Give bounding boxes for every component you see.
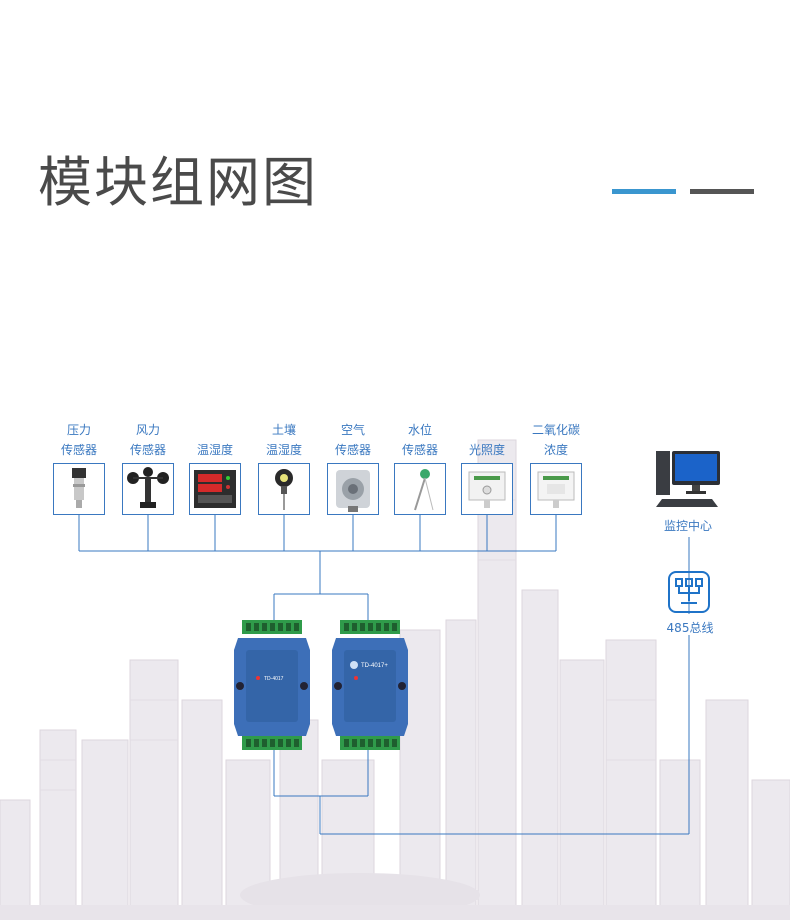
sensor-label-line1: 土壤	[271, 423, 296, 437]
sensor-label-line2: 传感器	[60, 443, 97, 457]
sensor-label-line2: 传感器	[401, 443, 438, 457]
sensor-water-level: 水位传感器	[380, 420, 460, 515]
rs485-bus-icon	[668, 571, 710, 613]
bus-label: 485总线	[666, 621, 714, 635]
sensor-label-line2: 温湿度	[265, 443, 302, 457]
anemometer-icon	[122, 463, 174, 515]
sensor-soil: 土壤温湿度	[244, 420, 324, 515]
module-model-right: TD-4017+	[361, 663, 388, 669]
sensor-light: 光照度	[447, 420, 527, 515]
sensor-label-line1: 风力	[135, 423, 160, 437]
sensor-label-line2: 传感器	[334, 443, 371, 457]
temperature-humidity-meter-icon	[189, 463, 241, 515]
sensor-label-line1: 水位	[407, 423, 432, 437]
sensor-label-line1: 空气	[340, 423, 365, 437]
sensor-label-line1: 压力	[66, 423, 91, 437]
sensor-label-line2: 浓度	[543, 443, 568, 457]
co2-sensor-icon	[530, 463, 582, 515]
monitor-center-label: 监控中心	[663, 519, 712, 533]
pressure-sensor-icon	[53, 463, 105, 515]
sensor-air: 空气传感器	[313, 420, 393, 515]
module-model-left: TD-4017	[264, 676, 284, 682]
sensor-pressure: 压力传感器	[39, 420, 119, 515]
sensor-label-line2: 温湿度	[196, 443, 233, 457]
acquisition-module-left: TD-4017	[234, 620, 310, 750]
title-accent-bar-blue	[612, 189, 676, 194]
sensor-wind: 风力传感器	[108, 420, 188, 515]
air-sensor-icon	[327, 463, 379, 515]
sensor-co2: 二氧化碳浓度	[516, 420, 596, 515]
acquisition-module-right: TD-4017+	[332, 620, 408, 750]
sensor-label-line2: 传感器	[129, 443, 166, 457]
desktop-computer-icon	[656, 451, 720, 507]
sensor-label-line2: 光照度	[468, 443, 505, 457]
soil-probe-icon	[258, 463, 310, 515]
title-accent-bar-gray	[690, 189, 754, 194]
page-title: 模块组网图	[38, 151, 318, 214]
water-level-probe-icon	[394, 463, 446, 515]
light-sensor-icon	[461, 463, 513, 515]
sensor-temp-humidity: 温湿度	[175, 420, 255, 515]
sensor-label-line1: 二氧化碳	[531, 423, 580, 437]
